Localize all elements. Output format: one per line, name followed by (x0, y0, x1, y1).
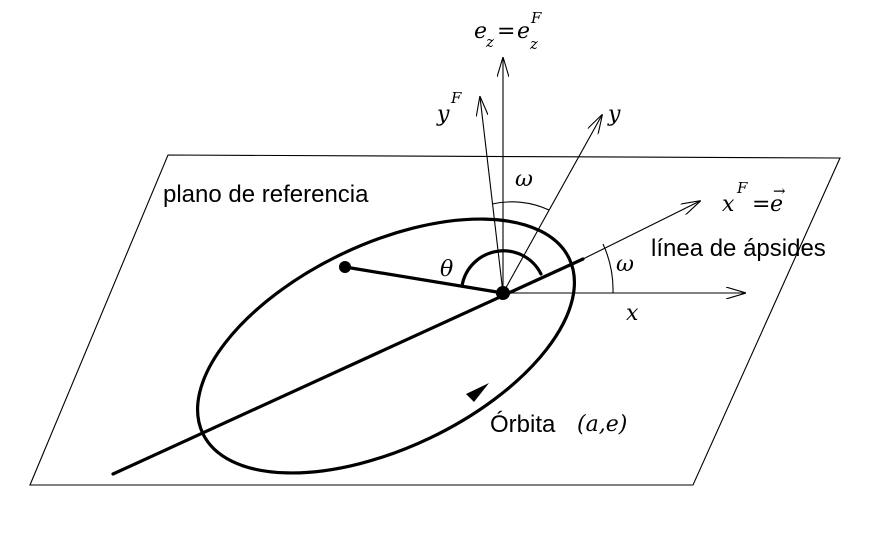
xF-sup: F (736, 179, 748, 197)
orbit-direction-arrow (466, 383, 489, 402)
omega-arc-top (491, 201, 550, 211)
y-axis-label: y (607, 102, 621, 127)
theta-label: θ (440, 257, 453, 282)
reference-plane (29, 154, 841, 486)
omega-top-label: ω (515, 167, 533, 192)
orbit-body-point (339, 261, 351, 273)
apsides-line (111, 257, 585, 476)
xF-eq: = (752, 192, 770, 217)
apsides-line-label: línea de ápsides (651, 235, 826, 262)
yF-sup: F (450, 89, 462, 107)
radius-vector (343, 265, 505, 295)
ezF-sub: z (529, 35, 538, 53)
y-axis (502, 115, 602, 294)
ez-label: e (474, 19, 487, 44)
orbit-ellipse (195, 217, 577, 475)
orbit-params-label: (a,e) (577, 412, 627, 437)
plane-label: plano de referencia (163, 181, 369, 208)
yF-label: y (436, 102, 450, 127)
ezF-sup: F (530, 9, 542, 27)
e-vector: e (770, 192, 783, 217)
ez-sub: z (485, 33, 494, 51)
x-axis-label: x (626, 301, 639, 326)
ezF-label: e (517, 19, 530, 44)
e-vector-arrow: → (773, 182, 786, 200)
ez-eq: = (497, 19, 515, 44)
orbit-label: Órbita (490, 411, 556, 438)
xF-axis (582, 201, 700, 260)
xF-label: x (722, 192, 735, 217)
theta-arc (460, 249, 543, 288)
omega-arc-right (602, 243, 614, 294)
omega-right-label: ω (616, 252, 634, 277)
focus-point (496, 286, 510, 300)
yF-axis (480, 97, 504, 294)
